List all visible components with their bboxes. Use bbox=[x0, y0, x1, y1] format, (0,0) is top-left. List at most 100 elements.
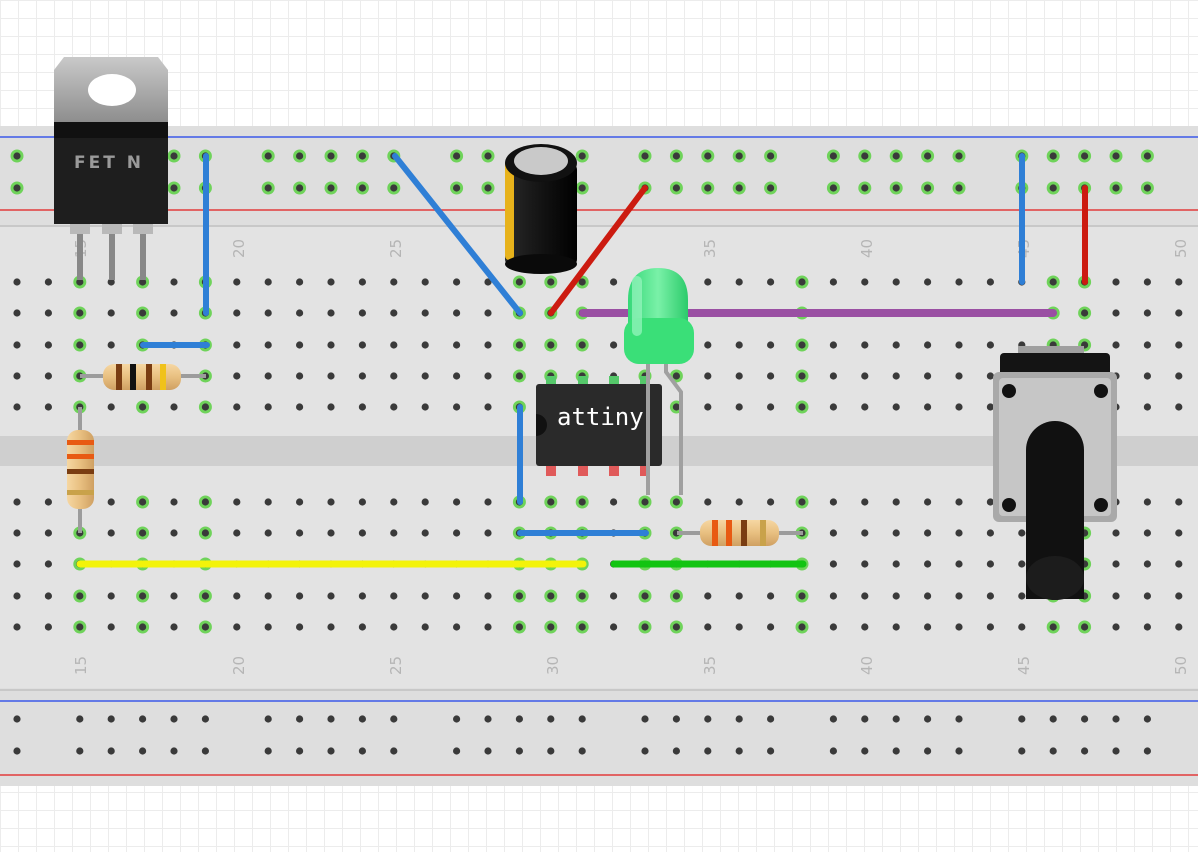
breadboard-hole[interactable] bbox=[892, 592, 900, 600]
breadboard-hole[interactable] bbox=[892, 498, 900, 506]
breadboard-hole[interactable] bbox=[201, 592, 209, 600]
breadboard-hole[interactable] bbox=[327, 747, 335, 755]
breadboard-hole[interactable] bbox=[76, 341, 84, 349]
breadboard-hole[interactable] bbox=[453, 498, 461, 506]
breadboard-hole[interactable] bbox=[44, 403, 53, 411]
breadboard-hole[interactable] bbox=[892, 184, 900, 192]
breadboard-hole[interactable] bbox=[264, 372, 272, 380]
breadboard-hole[interactable] bbox=[798, 623, 806, 631]
breadboard-hole[interactable] bbox=[892, 403, 900, 411]
breadboard-hole[interactable] bbox=[829, 498, 838, 506]
breadboard-hole[interactable] bbox=[453, 278, 461, 286]
breadboard-hole[interactable] bbox=[986, 403, 995, 411]
breadboard-hole[interactable] bbox=[1049, 278, 1057, 286]
breadboard-hole[interactable] bbox=[170, 529, 178, 537]
breadboard-hole[interactable] bbox=[390, 498, 398, 506]
breadboard-hole[interactable] bbox=[13, 341, 21, 349]
breadboard-hole[interactable] bbox=[672, 403, 681, 411]
breadboard-hole[interactable] bbox=[233, 341, 241, 349]
breadboard-hole[interactable] bbox=[264, 403, 272, 411]
breadboard-hole[interactable] bbox=[170, 592, 178, 600]
breadboard-hole[interactable] bbox=[107, 341, 115, 349]
breadboard-hole[interactable] bbox=[892, 152, 900, 160]
breadboard-hole[interactable] bbox=[484, 309, 492, 317]
breadboard-hole[interactable] bbox=[1175, 592, 1183, 600]
breadboard-hole[interactable] bbox=[358, 341, 366, 349]
breadboard-hole[interactable] bbox=[767, 184, 775, 192]
breadboard-hole[interactable] bbox=[955, 747, 963, 755]
left-vertical-resistor[interactable] bbox=[67, 407, 94, 533]
breadboard-hole[interactable] bbox=[233, 623, 241, 631]
breadboard-hole[interactable] bbox=[924, 184, 932, 192]
breadboard-hole[interactable] bbox=[955, 152, 963, 160]
breadboard-hole[interactable] bbox=[1175, 560, 1183, 568]
breadboard-hole[interactable] bbox=[924, 278, 932, 286]
breadboard-hole[interactable] bbox=[1112, 152, 1120, 160]
breadboard-hole[interactable] bbox=[1081, 747, 1089, 755]
breadboard-hole[interactable] bbox=[1175, 309, 1183, 317]
breadboard-hole[interactable] bbox=[515, 747, 524, 755]
breadboard-hole[interactable] bbox=[264, 592, 272, 600]
breadboard-hole[interactable] bbox=[1143, 498, 1151, 506]
breadboard-hole[interactable] bbox=[13, 403, 21, 411]
breadboard-hole[interactable] bbox=[296, 592, 304, 600]
breadboard-hole[interactable] bbox=[264, 498, 272, 506]
breadboard-hole[interactable] bbox=[296, 747, 304, 755]
breadboard-hole[interactable] bbox=[264, 152, 272, 160]
breadboard-hole[interactable] bbox=[358, 309, 366, 317]
breadboard-hole[interactable] bbox=[955, 184, 963, 192]
breadboard-hole[interactable] bbox=[704, 592, 712, 600]
breadboard-hole[interactable] bbox=[170, 403, 178, 411]
lower-right-resistor[interactable] bbox=[677, 520, 803, 546]
breadboard-hole[interactable] bbox=[641, 715, 649, 723]
breadboard-hole[interactable] bbox=[1081, 309, 1089, 317]
breadboard-hole[interactable] bbox=[892, 623, 900, 631]
breadboard-hole[interactable] bbox=[484, 529, 492, 537]
breadboard-hole[interactable] bbox=[453, 403, 461, 411]
breadboard-hole[interactable] bbox=[1112, 309, 1120, 317]
breadboard-hole[interactable] bbox=[578, 747, 586, 755]
breadboard-hole[interactable] bbox=[955, 372, 963, 380]
breadboard-hole[interactable] bbox=[453, 592, 461, 600]
breadboard-hole[interactable] bbox=[1081, 623, 1089, 631]
breadboard-hole[interactable] bbox=[1143, 529, 1151, 537]
breadboard-hole[interactable] bbox=[704, 341, 712, 349]
breadboard-hole[interactable] bbox=[327, 309, 335, 317]
breadboard-hole[interactable] bbox=[44, 560, 53, 568]
breadboard-hole[interactable] bbox=[1143, 309, 1151, 317]
breadboard-hole[interactable] bbox=[1175, 529, 1183, 537]
breadboard-hole[interactable] bbox=[641, 747, 649, 755]
breadboard-hole[interactable] bbox=[1143, 403, 1151, 411]
breadboard-hole[interactable] bbox=[264, 278, 272, 286]
breadboard-hole[interactable] bbox=[547, 747, 555, 755]
breadboard-hole[interactable] bbox=[955, 560, 963, 568]
breadboard-hole[interactable] bbox=[390, 184, 398, 192]
breadboard-hole[interactable] bbox=[484, 403, 492, 411]
breadboard-hole[interactable] bbox=[233, 309, 241, 317]
breadboard-hole[interactable] bbox=[955, 715, 963, 723]
breadboard-hole[interactable] bbox=[76, 747, 84, 755]
breadboard-hole[interactable] bbox=[13, 747, 21, 755]
breadboard-hole[interactable] bbox=[798, 498, 806, 506]
breadboard-hole[interactable] bbox=[201, 747, 209, 755]
breadboard-hole[interactable] bbox=[13, 560, 21, 568]
breadboard-hole[interactable] bbox=[358, 747, 366, 755]
breadboard-hole[interactable] bbox=[1112, 592, 1120, 600]
breadboard-hole[interactable] bbox=[107, 715, 115, 723]
breadboard-hole[interactable] bbox=[704, 715, 712, 723]
breadboard-hole[interactable] bbox=[924, 623, 932, 631]
breadboard-hole[interactable] bbox=[484, 152, 492, 160]
breadboard-hole[interactable] bbox=[735, 592, 743, 600]
breadboard-hole[interactable] bbox=[829, 715, 838, 723]
breadboard-hole[interactable] bbox=[421, 403, 429, 411]
breadboard-hole[interactable] bbox=[924, 560, 932, 568]
breadboard-hole[interactable] bbox=[358, 529, 366, 537]
breadboard-hole[interactable] bbox=[484, 278, 492, 286]
breadboard-hole[interactable] bbox=[107, 747, 115, 755]
breadboard-hole[interactable] bbox=[1112, 623, 1120, 631]
breadboard-hole[interactable] bbox=[861, 560, 869, 568]
breadboard-hole[interactable] bbox=[735, 278, 743, 286]
breadboard-hole[interactable] bbox=[547, 623, 555, 631]
breadboard-hole[interactable] bbox=[139, 623, 147, 631]
breadboard-hole[interactable] bbox=[515, 623, 524, 631]
